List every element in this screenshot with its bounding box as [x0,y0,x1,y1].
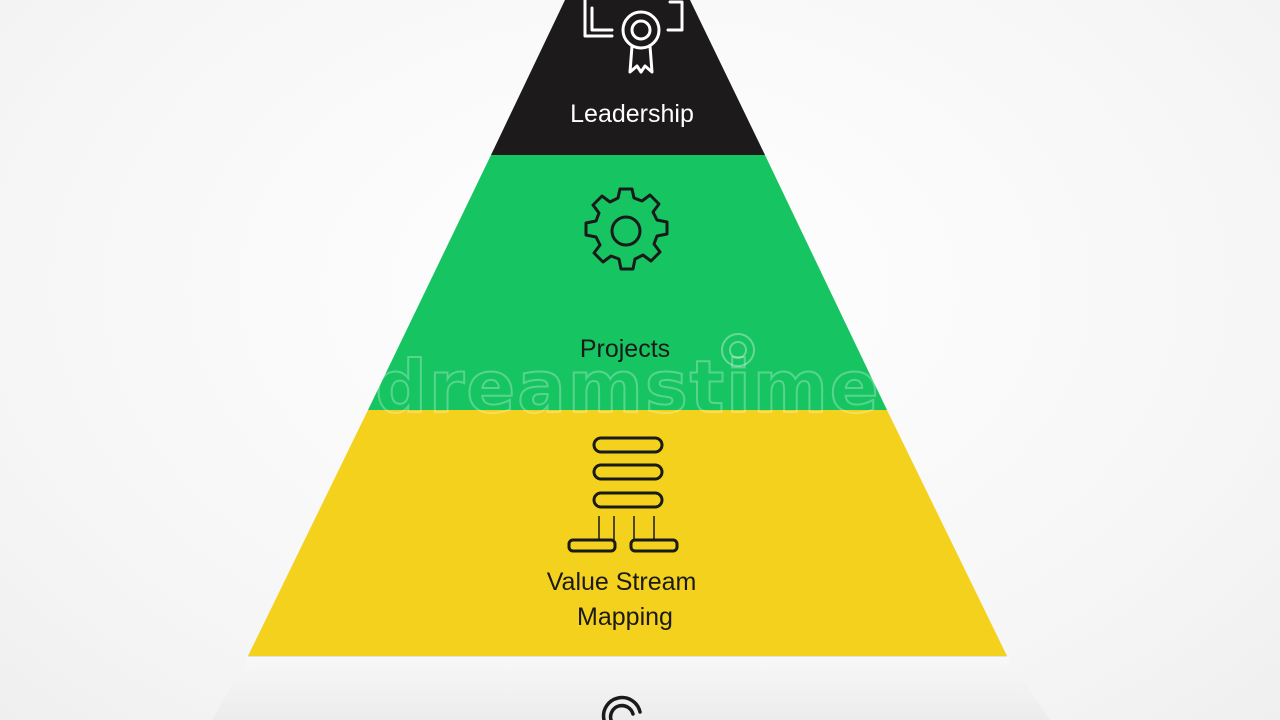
tier-projects [368,155,887,410]
tier-value-stream-mapping [248,410,1007,656]
gear-icon [584,187,669,271]
watermark: dreamstime [375,345,880,429]
certificate-icon [583,0,684,74]
tier-label-projects: Projects [580,335,670,363]
watermark-registered-mark [721,333,755,367]
circle-arrow-icon [601,695,642,720]
tier-label-line-1: Value Stream [547,568,697,596]
tier-leadership [491,0,765,155]
value-stream-icon [567,436,679,553]
tier-base [212,656,1050,720]
tier-label-value-stream-mapping: Value Stream Mapping [547,568,704,631]
tier-label-leadership: Leadership [570,100,694,128]
tier-label-line-2: Mapping [577,603,673,631]
